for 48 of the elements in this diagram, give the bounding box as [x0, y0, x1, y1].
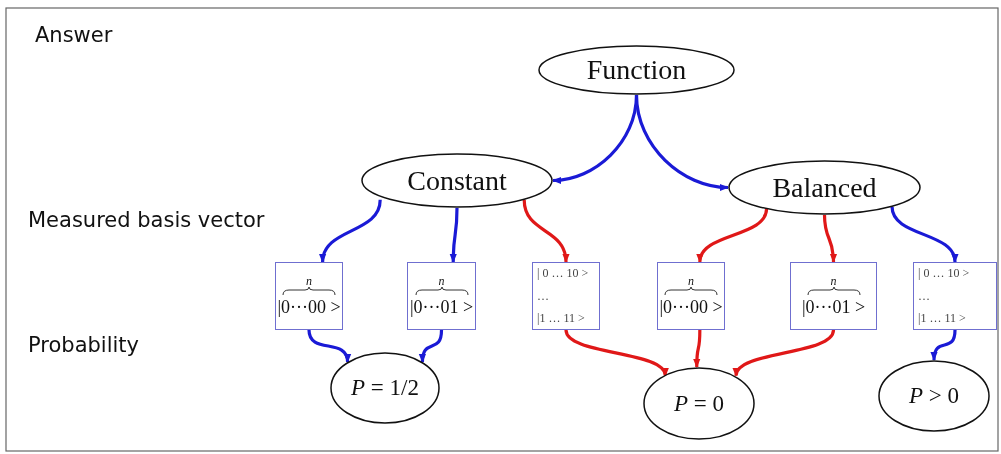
curved-arrow — [449, 208, 459, 263]
ket-label: … — [918, 288, 930, 304]
ket-label: |0···01 > — [801, 295, 866, 318]
node-label: P = 1/2 — [351, 375, 419, 401]
basis-vector-box — [913, 262, 997, 330]
curved-arrow — [307, 329, 351, 363]
ellipse-node — [878, 360, 990, 432]
curved-arrow — [320, 199, 382, 263]
brace-label: n — [438, 274, 445, 287]
ket-label: |0···00 > — [659, 295, 723, 318]
curved-arrow — [822, 214, 837, 263]
ket-label: |1 … 11 > — [537, 311, 585, 326]
ket-label: |0···01 > — [409, 295, 474, 318]
basis-vector-box — [532, 262, 600, 330]
basis-vector-box — [657, 262, 725, 330]
ket-label: |0···00 > — [277, 295, 341, 318]
basis-vector-box — [790, 262, 877, 330]
ellipse-node — [538, 45, 735, 95]
basis-vector-box — [275, 262, 343, 330]
node-label: P = 0 — [673, 390, 724, 417]
ket-label: | 0 … 10 > — [918, 266, 970, 281]
node-label: Function — [586, 54, 687, 86]
row-label: Answer — [35, 23, 113, 47]
row-label: Measured basis vector — [28, 208, 265, 232]
brace-label: n — [830, 274, 837, 287]
node-label: P > 0 — [908, 383, 959, 409]
basis-vector-box — [407, 262, 476, 330]
ket-label: |1 … 11 > — [918, 311, 966, 326]
row-label: Probability — [28, 333, 139, 357]
brace-label: n — [688, 274, 694, 287]
node-label: Constant — [407, 164, 507, 197]
node-label: Balanced — [772, 171, 877, 204]
curved-arrow — [734, 329, 835, 377]
curved-arrow — [419, 329, 444, 363]
ket-label: | 0 … 10 > — [537, 266, 589, 281]
curved-arrow — [522, 199, 569, 263]
curved-arrow — [693, 330, 702, 368]
curved-arrow — [697, 208, 769, 263]
ket-label: … — [537, 288, 549, 304]
curved-arrow — [890, 206, 958, 263]
curved-arrow — [931, 329, 957, 361]
curved-arrow — [634, 94, 729, 191]
ellipse-node — [643, 367, 755, 440]
ellipse-node — [361, 153, 553, 208]
ellipse-node — [330, 352, 440, 424]
brace-label: n — [306, 274, 312, 287]
curved-arrow — [564, 329, 667, 377]
ellipse-node — [728, 160, 921, 215]
